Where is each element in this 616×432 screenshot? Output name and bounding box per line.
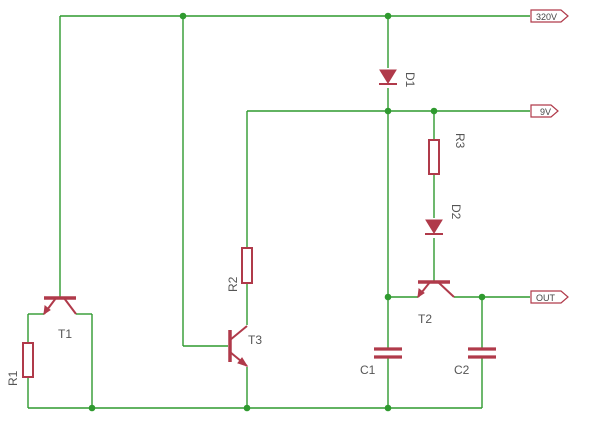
- r3-label: R3: [453, 133, 467, 149]
- junction-dot: [384, 107, 392, 115]
- junction-dot: [88, 404, 96, 412]
- junctions: [88, 12, 486, 412]
- t3-label: T3: [248, 333, 262, 347]
- c1-label: C1: [360, 363, 376, 377]
- transistor-t3: T3: [228, 325, 262, 367]
- junction-dot: [179, 12, 187, 20]
- port-9v: 9V: [530, 104, 559, 118]
- junction-dot: [384, 12, 392, 20]
- capacitor-c2: C2: [454, 347, 496, 377]
- diode-d1: D1: [379, 69, 417, 88]
- t2-label: T2: [418, 312, 432, 326]
- resistor-r2: R2: [226, 247, 253, 292]
- resistor-r1: R1: [6, 342, 34, 386]
- junction-dot: [478, 293, 486, 301]
- port-320v-label: 320V: [536, 12, 557, 22]
- d2-label: D2: [449, 204, 463, 220]
- resistor-r3: R3: [428, 133, 467, 175]
- diode-d2: D2: [425, 204, 463, 235]
- port-out-label: OUT: [536, 293, 556, 303]
- junction-dot: [243, 404, 251, 412]
- wires: [27, 15, 530, 409]
- transistor-t2: T2: [417, 280, 455, 326]
- junction-dot: [384, 404, 392, 412]
- junction-dot: [384, 293, 392, 301]
- port-320v: 320V: [530, 9, 569, 23]
- t1-label: T1: [58, 327, 72, 341]
- d1-label: D1: [403, 72, 417, 88]
- port-9v-label: 9V: [540, 107, 551, 117]
- port-out: OUT: [530, 290, 569, 304]
- transistor-t1: T1: [43, 296, 77, 341]
- r2-label: R2: [226, 276, 240, 292]
- r1-label: R1: [6, 370, 20, 386]
- capacitor-c1: C1: [360, 347, 402, 377]
- junction-dot: [430, 107, 438, 115]
- c2-label: C2: [454, 363, 470, 377]
